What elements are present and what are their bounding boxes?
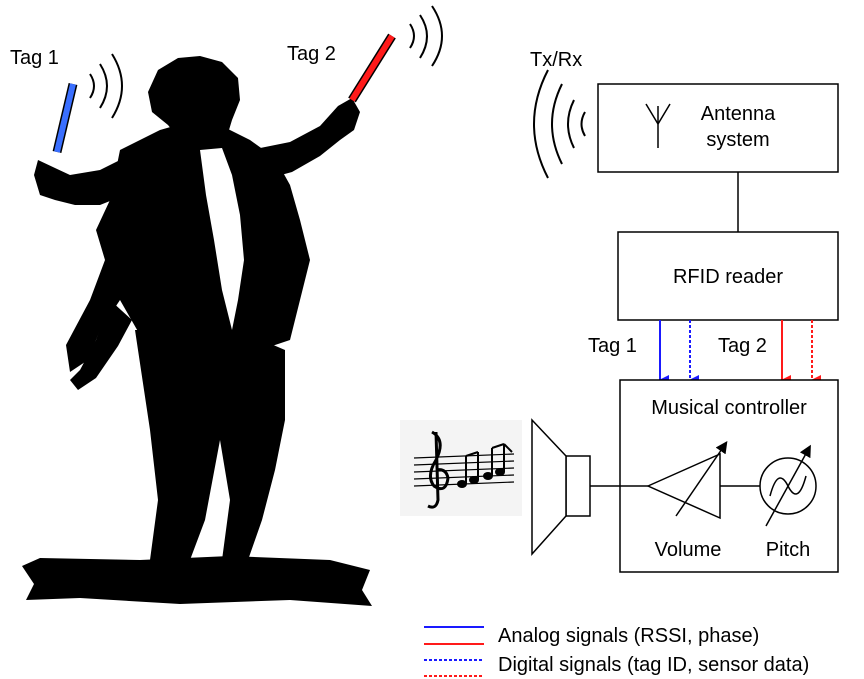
music-notes-icon <box>400 420 522 516</box>
antenna-label-line2: system <box>706 129 769 151</box>
txrx-label: Tx/Rx <box>530 49 582 71</box>
legend-digital-label: Digital signals (tag ID, sensor data) <box>498 654 809 676</box>
tag1-wand-label: Tag 1 <box>10 47 59 69</box>
antenna-system-box <box>597 83 839 173</box>
volume-label: Volume <box>655 539 722 561</box>
rfid-reader-label: RFID reader <box>673 266 783 288</box>
shirt-front <box>200 148 244 330</box>
txrx-waves-icon <box>533 69 586 179</box>
tag2-signals-label: Tag 2 <box>718 335 767 357</box>
antenna-label-line1: Antenna <box>701 103 776 125</box>
tag1-waves-icon <box>89 53 123 119</box>
podium <box>22 556 372 606</box>
legend-analog-label: Analog signals (RSSI, phase) <box>498 625 759 647</box>
tag2-waves-icon <box>409 5 443 67</box>
tag2-wand-label: Tag 2 <box>287 43 336 65</box>
conductor-left-arm <box>34 155 140 205</box>
legend: Analog signals (RSSI, phase) Digital sig… <box>424 625 809 677</box>
rfid-reader-box <box>617 231 839 321</box>
conductor-silhouette <box>22 33 396 606</box>
antenna-icon <box>645 103 671 148</box>
tag1-wand-fill <box>54 83 76 153</box>
speaker-icon <box>531 418 591 556</box>
tag2-wand-fill <box>349 34 395 102</box>
conductor-head <box>148 56 240 150</box>
coat-tail <box>70 300 132 390</box>
conductor-legs <box>135 330 285 560</box>
tag1-signals-label: Tag 1 <box>588 335 637 357</box>
conductor-right-arm <box>250 98 360 178</box>
musical-controller-label: Musical controller <box>651 397 807 419</box>
pitch-label: Pitch <box>766 539 810 561</box>
pitch-oscillator-icon <box>759 444 817 527</box>
